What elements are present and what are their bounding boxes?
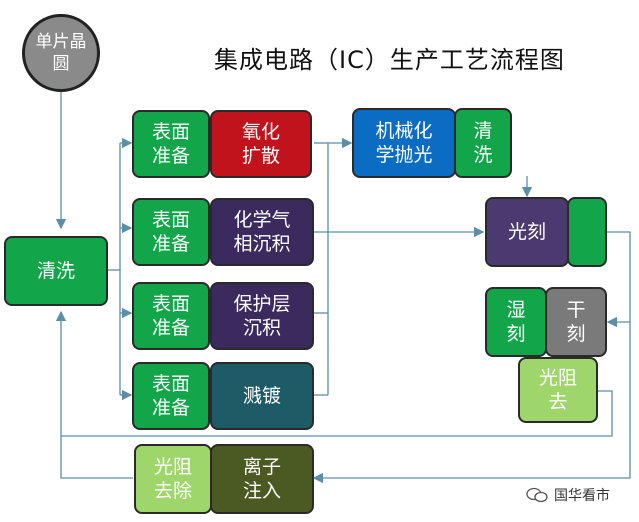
connector-resist-to-clean xyxy=(55,310,613,437)
node-dry-etch-label: 干 刻 xyxy=(566,299,586,345)
node-prep-2: 表面 准备 xyxy=(132,198,210,266)
connector-resist2-to-clean xyxy=(60,436,133,479)
watermark-text: 国华看市 xyxy=(554,488,610,504)
wechat-icon xyxy=(526,487,548,503)
node-wet-etch-label: 湿 刻 xyxy=(506,299,526,345)
node-implant-label: 离子 注入 xyxy=(242,456,281,502)
node-cmp: 机械化 学抛光 xyxy=(352,108,456,178)
node-cvd: 化学气 相沉积 xyxy=(210,198,314,266)
node-resist-remove-label: 光阻 去 xyxy=(538,367,577,413)
node-clean-cmp-label: 清 洗 xyxy=(473,120,493,166)
node-protect: 保护层 沉积 xyxy=(210,282,314,350)
node-resist-remove-2-label: 光阻 去除 xyxy=(153,456,192,502)
node-oxidation-label: 氧化 扩散 xyxy=(241,121,280,167)
node-litho-side xyxy=(567,197,607,267)
node-dry-etch: 干 刻 xyxy=(545,287,607,357)
node-prep-4: 表面 准备 xyxy=(132,362,210,430)
node-wet-etch: 湿 刻 xyxy=(485,287,547,357)
node-cmp-label: 机械化 学抛光 xyxy=(375,120,433,166)
node-prep-4-label: 表面 准备 xyxy=(151,373,190,419)
node-litho: 光刻 xyxy=(485,197,569,267)
watermark: 国华看市 xyxy=(526,485,610,505)
node-cvd-label: 化学气 相沉积 xyxy=(233,209,291,255)
diagram-title: 集成电路（IC）生产工艺流程图 xyxy=(214,46,565,74)
node-prep-1-label: 表面 准备 xyxy=(151,121,190,167)
node-prep-1: 表面 准备 xyxy=(132,110,210,178)
connector-etch-to-implant xyxy=(312,322,631,484)
node-resist-remove: 光阻 去 xyxy=(518,357,598,423)
start-wafer-node: 单片晶 圆 xyxy=(22,14,100,92)
connector-litho-to-etch xyxy=(606,231,631,322)
node-prep-3-label: 表面 准备 xyxy=(151,293,190,339)
node-prep-3: 表面 准备 xyxy=(132,282,210,350)
node-litho-label: 光刻 xyxy=(507,221,546,243)
node-resist-remove-2: 光阻 去除 xyxy=(134,444,212,514)
node-clean-main: 清洗 xyxy=(4,236,108,306)
node-implant: 离子 注入 xyxy=(210,444,314,514)
node-clean-cmp: 清 洗 xyxy=(454,108,512,178)
node-prep-2-label: 表面 准备 xyxy=(151,209,190,255)
node-oxidation: 氧化 扩散 xyxy=(210,110,312,178)
node-clean-main-label: 清洗 xyxy=(36,260,75,282)
node-protect-label: 保护层 沉积 xyxy=(233,293,291,339)
start-wafer-label: 单片晶 圆 xyxy=(35,32,87,74)
node-sputter-label: 溅镀 xyxy=(242,385,281,407)
node-sputter: 溅镀 xyxy=(210,362,314,430)
